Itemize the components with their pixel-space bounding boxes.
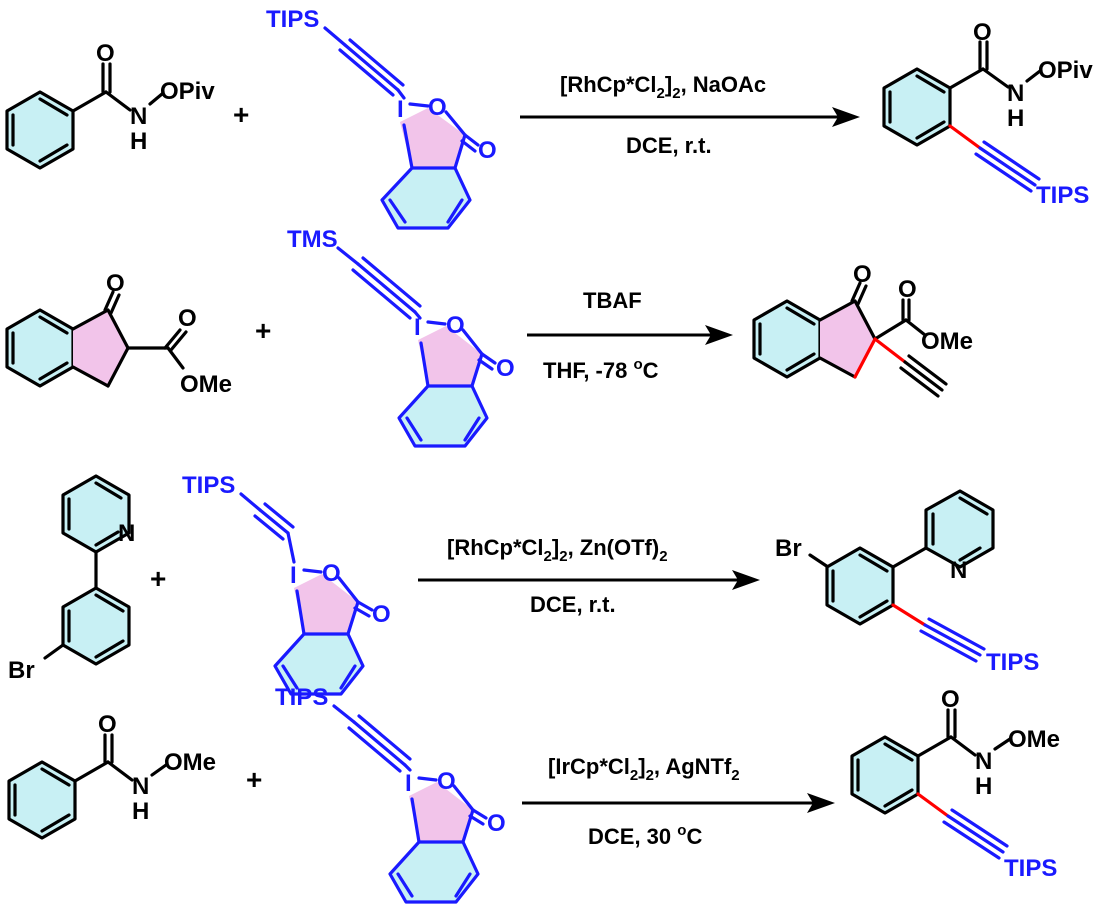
r4-substrate-methoxybenzamide: O N H OMe (7, 711, 216, 840)
r1-substrate-benzamide: O N H OPiv (5, 40, 215, 170)
r1-product: O N H OPiv TIPS (882, 19, 1093, 209)
r3-reagent-tips: TIPS (182, 472, 235, 499)
r1-sub-opiv: OPiv (160, 78, 215, 105)
r1-prod-n: N (1007, 80, 1024, 107)
r4-conditions-above: [IrCp*Cl2]2, AgNTf2 (548, 754, 740, 784)
r4-reagent-tips: TIPS (275, 684, 328, 711)
r2-reagent-tms-ebx: TMS I O O (287, 226, 515, 448)
r4-arrow-head (807, 793, 835, 813)
r2-prod-o-ester: O (898, 276, 917, 303)
r3-reagent-o-carbonyl: O (372, 601, 391, 628)
r2-reagent-o-ring: O (446, 312, 465, 339)
r1-reagent-o-ring: O (428, 94, 447, 121)
r4-prod-o: O (941, 686, 960, 713)
r2-reagent-i: I (414, 314, 421, 341)
r4-prod-tips: TIPS (1004, 855, 1057, 882)
r3-arrow-head (732, 570, 760, 590)
r3-conditions-below: DCE, r.t. (530, 592, 616, 617)
r3-reagent-i: I (290, 562, 297, 589)
r1-reagent-o-carbonyl: O (478, 137, 497, 164)
r2-arrow-head (705, 325, 733, 345)
r3-substrate-bromophenylpyridine: N Br (8, 474, 135, 684)
r4-sub-h: H (132, 798, 149, 825)
r4-reagent-o-ring: O (437, 768, 456, 795)
r1-prod-o: O (973, 19, 992, 46)
r2-sub-ome: OMe (180, 371, 232, 398)
r2-sub-o-ester: O (178, 305, 197, 332)
r1-sub-o: O (96, 40, 115, 67)
r3-prod-br: Br (775, 535, 802, 562)
r4-reagent-i: I (405, 770, 412, 797)
r1-reagent-i: I (397, 96, 404, 123)
r4-reagent-tips-ebx: TIPS I O O (275, 684, 506, 904)
r3-sub-n: N (118, 520, 135, 547)
r1-reagent-tips: TIPS (266, 6, 319, 33)
r4-prod-h: H (975, 773, 992, 800)
r4-sub-n: N (132, 773, 149, 800)
r1-plus: + (233, 99, 249, 130)
reaction-2: O O OMe + TMS I O O (5, 226, 973, 448)
r3-plus: + (150, 563, 166, 594)
r1-conditions-above: [RhCp*Cl2]2, NaOAc (560, 72, 766, 102)
r4-product: O N H OMe TIPS (850, 686, 1060, 882)
r3-reagent-o-ring: O (322, 560, 341, 587)
r1-reagent-tips-ebx: TIPS I O O (266, 6, 497, 230)
r3-conditions-above: [RhCp*Cl2]2, Zn(OTf)2 (447, 535, 668, 565)
r1-sub-n: N (130, 103, 147, 130)
r1-arrow-head (832, 107, 860, 127)
r2-plus: + (255, 315, 271, 346)
r3-product: Br N TIPS (775, 489, 1039, 676)
r4-plus: + (246, 764, 262, 795)
reaction-3: N Br + TIPS I O O [RhCp*C (8, 472, 1039, 696)
r2-conditions-below: THF, -78 oC (543, 356, 659, 383)
reaction-1: O N H OPiv + TIPS I O O (5, 6, 1093, 230)
r2-sub-o-ketone: O (106, 270, 125, 297)
r4-prod-ome: OMe (1008, 726, 1060, 753)
reaction-4: O N H OMe + TIPS I O O (7, 684, 1060, 904)
r1-prod-opiv: OPiv (1038, 57, 1093, 84)
r3-prod-tips: TIPS (986, 649, 1039, 676)
r4-sub-o: O (98, 711, 117, 738)
r1-conditions-below: DCE, r.t. (626, 133, 712, 158)
r2-reagent-tms: TMS (287, 226, 338, 253)
r2-product: O O OMe (752, 261, 973, 398)
r2-prod-ome: OMe (921, 328, 973, 355)
r2-substrate-indanone: O O OMe (5, 270, 232, 398)
r4-conditions-below: DCE, 30 oC (588, 822, 702, 849)
r3-sub-br: Br (8, 657, 35, 684)
r3-reagent-tips-ebx: TIPS I O O (182, 472, 391, 696)
r1-prod-tips: TIPS (1036, 182, 1089, 209)
r2-conditions-above: TBAF (583, 288, 642, 313)
r4-sub-ome: OMe (164, 749, 216, 776)
r1-prod-h: H (1007, 105, 1024, 132)
r2-prod-o-ketone: O (853, 261, 872, 288)
r3-prod-n: N (950, 557, 967, 584)
r1-sub-h: H (130, 128, 147, 155)
r4-prod-n: N (975, 748, 992, 775)
r2-reagent-o-carbonyl: O (496, 355, 515, 382)
r4-reagent-o-carbonyl: O (487, 810, 506, 837)
